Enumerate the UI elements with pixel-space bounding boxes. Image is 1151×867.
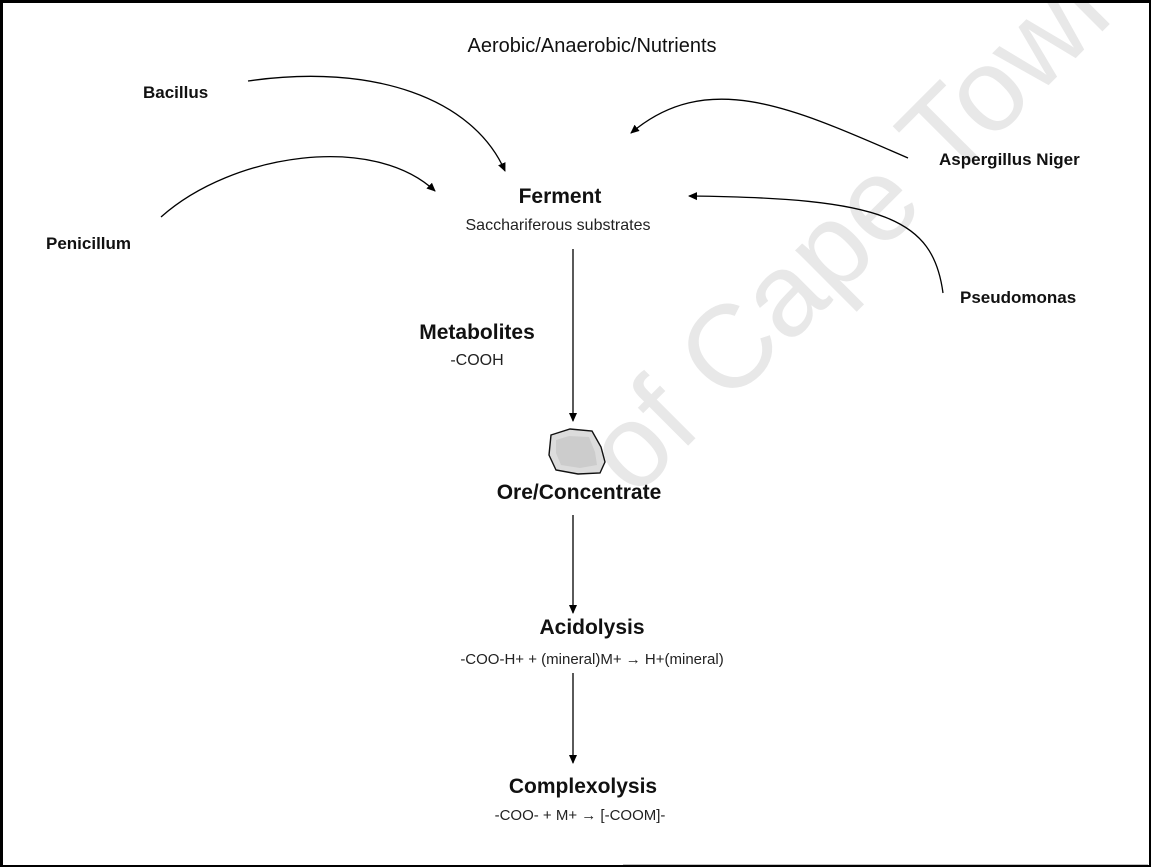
ore-concentrate-title: Ore/Concentrate: [496, 481, 662, 504]
arrow-penicillum-to-ferment: [160, 156, 436, 218]
acidolysis-title: Acidolysis: [539, 616, 645, 639]
metabolites-title: Metabolites: [419, 321, 535, 344]
ferment-subtitle: Sacchariferous substrates: [465, 217, 651, 234]
metabolites-formula: -COOH: [450, 352, 504, 369]
arrow-bacillus-to-ferment: [247, 75, 506, 172]
organism-aspergillus-niger: Aspergillus Niger: [939, 150, 1080, 169]
acidolysis-equation: -COO-H+ + (mineral)M+ → H+(mineral): [460, 651, 724, 668]
complexolysis-equation: -COO- + M+ → [-COOM]-: [494, 807, 666, 824]
ore-rock-icon: [548, 428, 606, 475]
arrows-layer: [160, 75, 1148, 865]
complexolysis-title: Complexolysis: [508, 775, 658, 798]
organism-bacillus: Bacillus: [143, 83, 209, 102]
diagram-header: Aerobic/Anaerobic/Nutrients: [467, 35, 717, 57]
arrow-pseudomonas-to-ferment: [688, 192, 944, 294]
organism-pseudomonas: Pseudomonas: [960, 288, 1077, 307]
arrow-aspergillus-to-ferment: [630, 98, 909, 159]
ferment-title: Ferment: [518, 185, 602, 208]
organism-penicillum: Penicillum: [46, 234, 132, 253]
